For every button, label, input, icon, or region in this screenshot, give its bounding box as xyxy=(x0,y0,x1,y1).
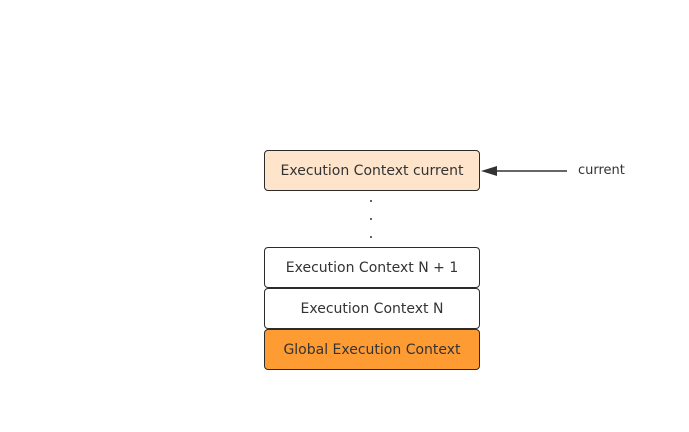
ellipsis-dot xyxy=(370,200,372,202)
current-pointer-label: current xyxy=(578,163,625,178)
execution-context-n-plus-1-box: Execution Context N + 1 xyxy=(264,247,480,288)
ellipsis-dot xyxy=(370,218,372,220)
ellipsis-dot xyxy=(370,236,372,238)
execution-context-current-box: Execution Context current xyxy=(264,150,480,191)
global-execution-context-label: Global Execution Context xyxy=(283,341,461,358)
execution-context-n-plus-1-label: Execution Context N + 1 xyxy=(285,259,459,276)
execution-context-current-label: Execution Context current xyxy=(280,162,464,179)
execution-context-n-box: Execution Context N xyxy=(264,288,480,329)
pointer-arrow-icon xyxy=(481,166,567,176)
execution-context-n-label: Execution Context N xyxy=(300,300,444,317)
global-execution-context-box: Global Execution Context xyxy=(264,329,480,370)
